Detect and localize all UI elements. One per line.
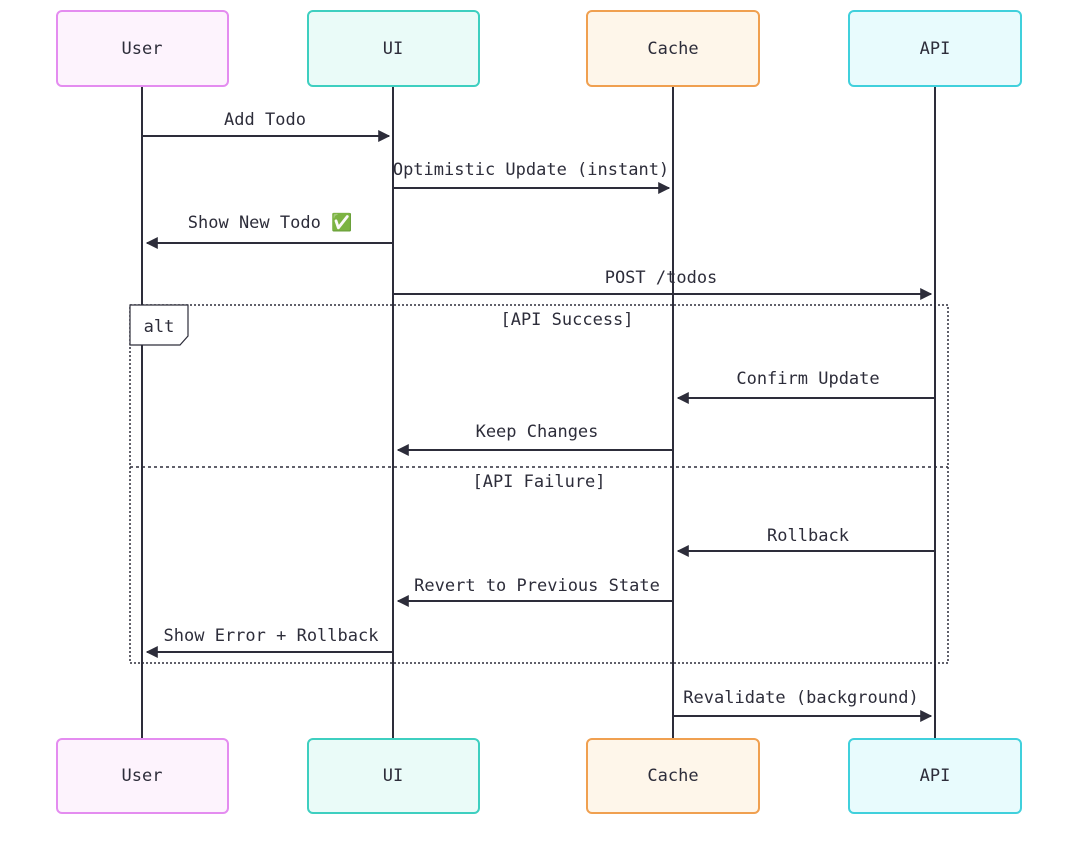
actor-box-ui-top: [307, 10, 480, 87]
actor-label-user-bottom: User: [122, 766, 163, 786]
alt-fragment: alt [API Success] [API Failure]: [129, 304, 949, 664]
actor-box-api-bottom: [848, 738, 1022, 814]
actor-label-user-top: User: [122, 39, 163, 59]
actor-label-ui-top: UI: [383, 39, 403, 59]
actor-box-ui-bottom: [307, 738, 480, 814]
message-label: Revert to Previous State: [414, 576, 660, 596]
actor-box-user-bottom: [56, 738, 229, 814]
actors-top: User UI Cache API: [56, 10, 1022, 87]
message-label: Show Error + Rollback: [164, 626, 379, 646]
message-label: Revalidate (background): [683, 688, 918, 708]
message-label: Optimistic Update (instant): [393, 160, 669, 180]
alt-operator-label: alt: [144, 317, 175, 337]
actor-label-ui-bottom: UI: [383, 766, 403, 786]
actor-box-cache-top: [586, 10, 760, 87]
alt-condition-success: [API Success]: [500, 310, 633, 330]
alt-operator-tab: [129, 304, 189, 346]
actors-bottom: User UI Cache API: [56, 738, 1022, 814]
message-label: Rollback: [767, 526, 849, 546]
actor-label-api-top: API: [920, 39, 951, 59]
messages: Add Todo Optimistic Update (instant) Sho…: [142, 110, 935, 722]
alt-condition-failure: [API Failure]: [472, 472, 605, 492]
message-label: Keep Changes: [476, 422, 599, 442]
message-label: Show New Todo ✅: [188, 212, 352, 233]
actor-label-cache-bottom: Cache: [647, 766, 698, 786]
actor-label-api-bottom: API: [920, 766, 951, 786]
message-label: POST /todos: [605, 268, 718, 288]
actor-box-user-top: [56, 10, 229, 87]
alt-fragment-border: [129, 304, 949, 664]
actor-box-cache-bottom: [586, 738, 760, 814]
actor-box-api-top: [848, 10, 1022, 87]
lifelines: [141, 86, 936, 739]
message-label: Confirm Update: [736, 369, 879, 389]
actor-label-cache-top: Cache: [647, 39, 698, 59]
message-label: Add Todo: [224, 110, 306, 130]
